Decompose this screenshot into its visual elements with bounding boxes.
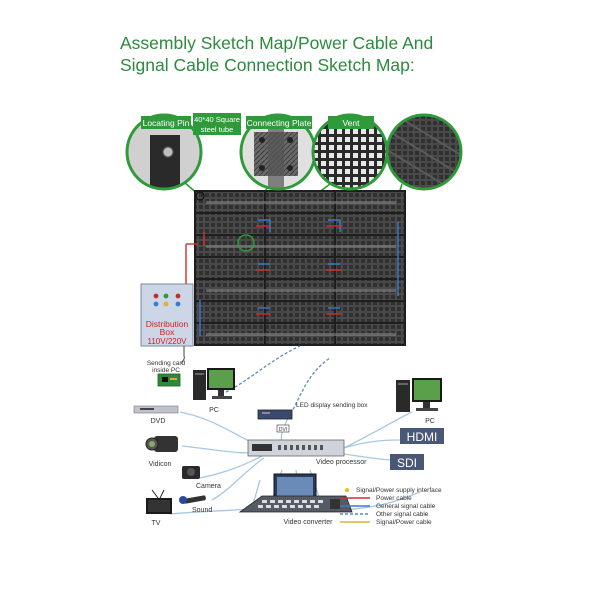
pc-right: PC <box>396 378 442 425</box>
label-steel-tube-line-2: steel tube <box>201 125 234 134</box>
label-sending-card-2: inside PC <box>152 367 180 374</box>
label-hdmi: HDMI <box>407 430 438 444</box>
distribution-box: Distribution Box 110V/220V <box>141 244 198 364</box>
label-vent: Vent <box>342 118 360 128</box>
legend-label-other: Other signal cable <box>376 511 429 518</box>
label-vidicon: Vidicon <box>149 461 172 468</box>
distribution-box-label-3: 110V/220V <box>148 337 188 346</box>
legend-label-power: Power cable <box>376 495 412 502</box>
label-dvi: DVI <box>279 427 287 433</box>
led-sending-box: LED display sending box <box>258 402 368 419</box>
legend-swatch-interface <box>345 488 349 492</box>
microphone: Sound <box>179 495 212 514</box>
label-camera: Camera <box>196 483 221 490</box>
label-pc-right: PC <box>425 418 435 425</box>
legend-label-signal-power: Signal/Power cable <box>376 519 432 526</box>
label-pc-left: PC <box>209 407 219 414</box>
legend-label-interface: Signal/Power supply interface <box>356 487 442 494</box>
vidicon: Vidicon <box>146 436 178 468</box>
led-cabinet-grid <box>196 192 404 344</box>
label-dvd: DVD <box>151 418 166 425</box>
sending-card: Sending card inside PC <box>147 360 186 386</box>
legend: Signal/Power supply interface Power cabl… <box>340 487 442 526</box>
label-video-processor: Video processor <box>316 459 367 466</box>
label-sending-card-1: Sending card <box>147 360 186 367</box>
label-locating-pin: Locating Pin <box>143 118 190 128</box>
tv: TV <box>146 490 172 527</box>
led-display-wall <box>194 190 406 346</box>
label-steel-tube-line-1: 40*40 Square <box>194 115 240 124</box>
label-sound: Sound <box>192 507 212 514</box>
interface-tags: HDMI SDI <box>390 428 444 470</box>
label-video-converter: Video converter <box>284 519 334 526</box>
distribution-box-label-2: Box <box>160 327 175 337</box>
label-led-sending-box: LED display sending box <box>296 402 368 409</box>
video-converter: Video converter <box>240 474 352 526</box>
label-connecting-plate: Connecting Plate <box>247 118 312 128</box>
callout-vent-mesh <box>387 110 461 195</box>
legend-label-signal: General signal cable <box>376 503 436 510</box>
label-sdi: SDI <box>397 456 417 470</box>
dvd-player: DVD <box>134 406 178 425</box>
label-tv: TV <box>152 520 161 527</box>
